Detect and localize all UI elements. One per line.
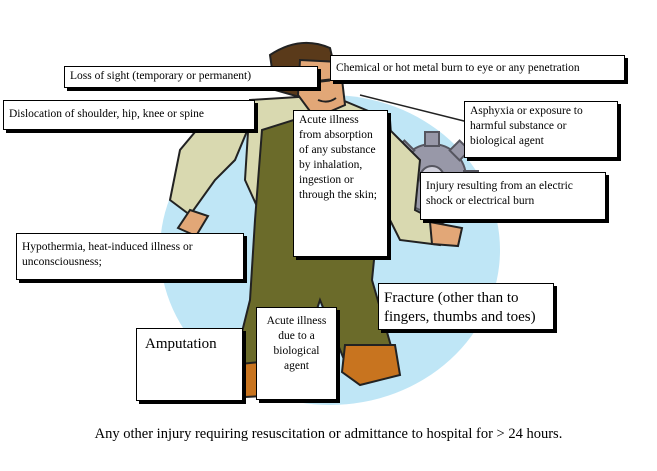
label-acute-biological: Acute illness due to a biological agent [256,307,337,400]
worker-right-hand [428,220,464,248]
label-loss-of-sight: Loss of sight (temporary or permanent) [64,66,318,88]
label-dislocation: Dislocation of shoulder, hip, knee or sp… [3,100,255,130]
label-amputation: Amputation [136,328,243,401]
label-acute-absorption: Acute illness from absorption of any sub… [293,110,388,257]
label-chemical-burn: Chemical or hot metal burn to eye or any… [330,55,625,81]
worker-boot-right [340,344,402,387]
pointer-line [359,94,469,123]
label-fracture: Fracture (other than to fingers, thumbs … [378,283,554,330]
label-hypothermia: Hypothermia, heat-induced illness or unc… [16,233,244,280]
label-asphyxia: Asphyxia or exposure to harmful substanc… [464,101,618,158]
label-electric-shock: Injury resulting from an electric shock … [420,172,606,220]
footer-note: Any other injury requiring resuscitation… [94,426,563,442]
